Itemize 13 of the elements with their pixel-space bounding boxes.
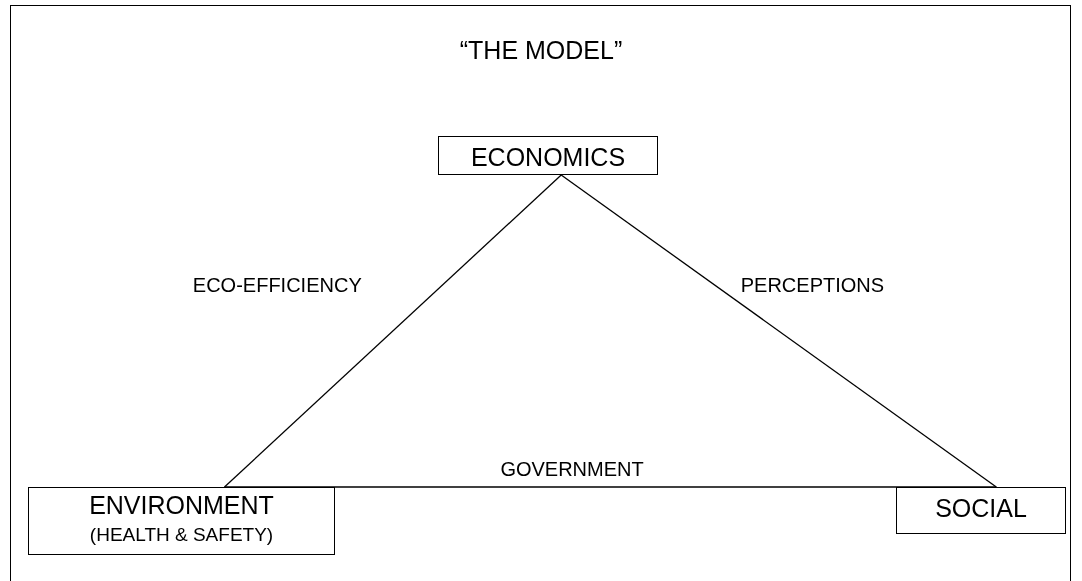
edge-label: PERCEPTIONS: [740, 274, 885, 297]
node-title: ECONOMICS: [469, 143, 627, 172]
node-title: ENVIRONMENT: [88, 491, 275, 520]
label-box: [28, 487, 335, 555]
connector-line: [560, 174, 997, 488]
node-subtitle: (HEALTH & SAFETY): [88, 523, 275, 547]
edge-label: ECO-EFFICIENCY: [192, 274, 362, 297]
edge-label: GOVERNMENT: [500, 458, 644, 481]
node-title: SOCIAL: [934, 494, 1028, 523]
title: “THE MODEL”: [458, 36, 624, 65]
label-box: [896, 487, 1066, 534]
connector-line: [223, 174, 562, 488]
label-box: [438, 136, 658, 175]
